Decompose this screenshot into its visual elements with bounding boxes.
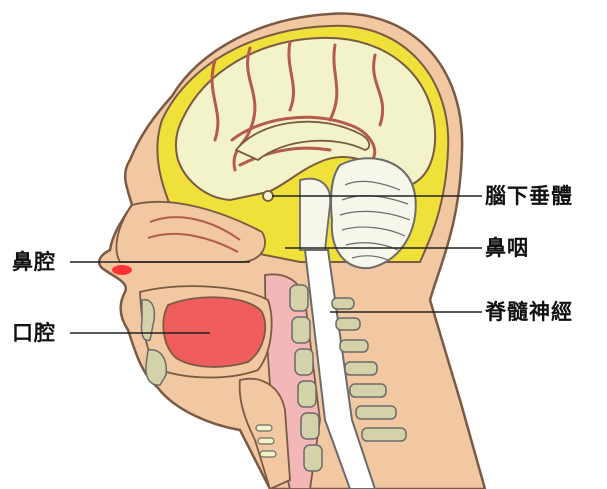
nostril-spot <box>112 265 132 275</box>
label-pharynx: 鼻咽 <box>485 236 529 260</box>
pituitary-gland <box>263 191 273 201</box>
label-oral-cavity: 口腔 <box>12 321 56 345</box>
label-spinal-nerve: 脊髓神經 <box>485 300 573 324</box>
label-pituitary: 腦下垂體 <box>485 184 573 208</box>
label-nasal-cavity: 鼻腔 <box>12 250 56 274</box>
brain-stem <box>300 179 330 250</box>
tongue <box>163 297 265 367</box>
